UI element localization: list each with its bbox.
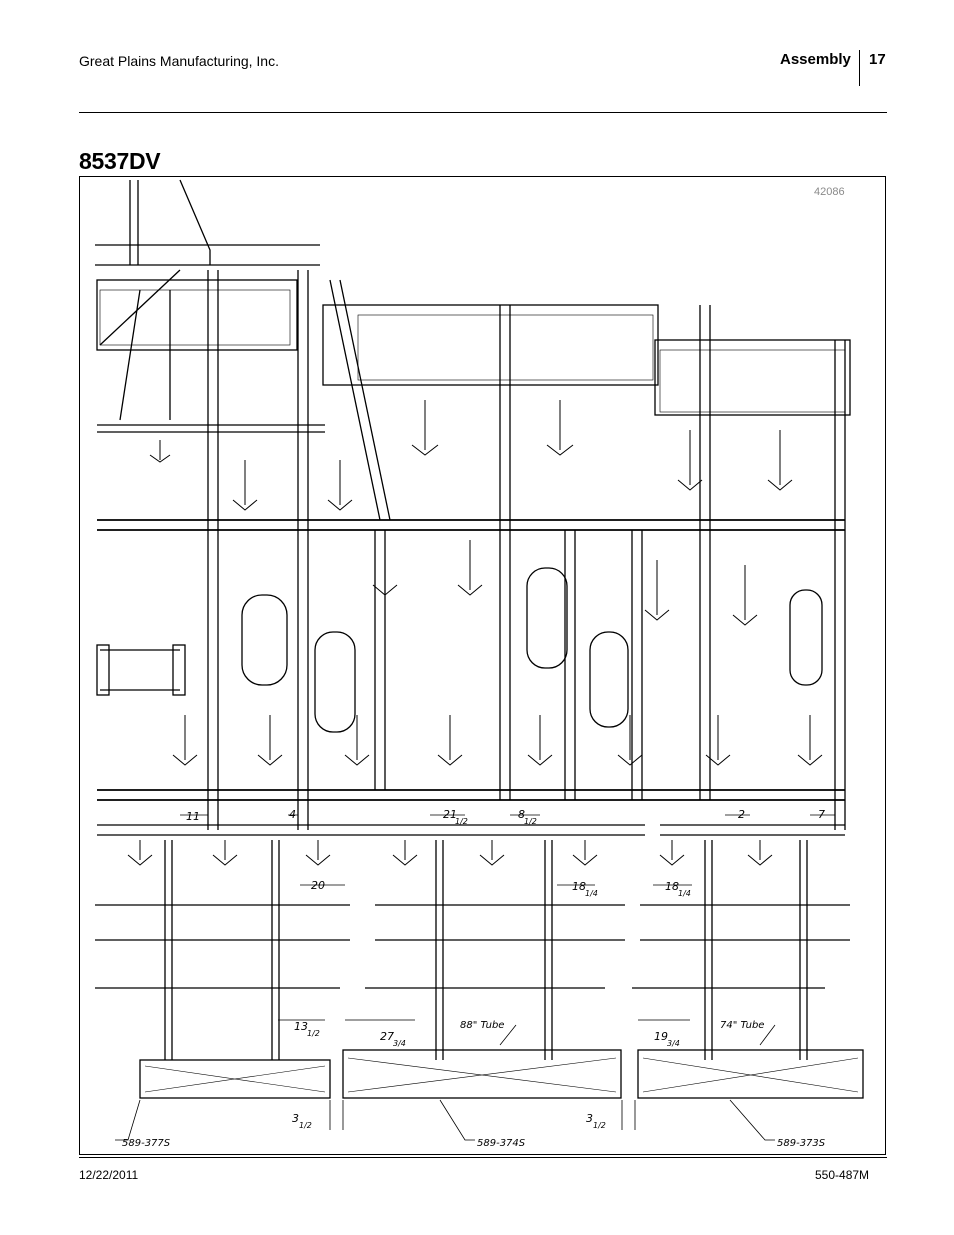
- dim-27-fraction: 3/4: [393, 1039, 406, 1048]
- page-number: 17: [869, 51, 886, 68]
- dim-3a-fraction: 1/2: [299, 1121, 312, 1130]
- company-name: Great Plains Manufacturing, Inc.: [79, 53, 279, 69]
- footer-doc-number: 550-487M: [815, 1168, 870, 1182]
- page-title: 8537DV: [79, 148, 161, 174]
- dim-18b-fraction: 1/4: [678, 889, 691, 898]
- dim-8: 8: [518, 808, 525, 821]
- callout-part-589-377s: 589-377S: [122, 1138, 171, 1149]
- dim-13: 13: [294, 1020, 308, 1033]
- callout-part-589-374s: 589-374S: [477, 1138, 526, 1149]
- header-rule: [79, 112, 887, 113]
- figure-id: 42086: [814, 186, 845, 198]
- dim-18b: 18: [665, 880, 679, 893]
- dim-19-fraction: 3/4: [667, 1039, 680, 1048]
- dim-19: 19: [654, 1030, 668, 1043]
- figure-frame: [79, 176, 886, 1155]
- section-title: Assembly: [780, 51, 851, 68]
- dim-18a-fraction: 1/4: [585, 889, 598, 898]
- callout-part-589-373s: 589-373S: [777, 1138, 826, 1149]
- callout-74-tube: 74" Tube: [720, 1020, 764, 1031]
- dim-7: 7: [818, 808, 825, 821]
- dim-20: 20: [311, 879, 325, 892]
- dim-4: 4: [289, 808, 296, 821]
- dim-27: 27: [380, 1030, 394, 1043]
- dim-13-fraction: 1/2: [307, 1029, 320, 1038]
- dim-3b: 3: [586, 1112, 593, 1125]
- header-divider: [859, 50, 860, 86]
- footer-rule: [79, 1157, 887, 1158]
- dim-18a: 18: [572, 880, 586, 893]
- callout-88-tube: 88" Tube: [460, 1020, 504, 1031]
- dim-11: 11: [186, 810, 200, 823]
- assembly-drawing: 11 4 21 1/2 8 1/2 2 7 20 18 1/4 18 1/4 1…: [95, 179, 864, 1149]
- dim-21: 21: [443, 808, 457, 821]
- footer-date: 12/22/2011: [79, 1168, 139, 1182]
- dim-8-fraction: 1/2: [524, 817, 537, 826]
- dim-3b-fraction: 1/2: [593, 1121, 606, 1130]
- dim-3a: 3: [292, 1112, 299, 1125]
- dim-21-fraction: 1/2: [455, 817, 468, 826]
- dim-2: 2: [738, 808, 745, 821]
